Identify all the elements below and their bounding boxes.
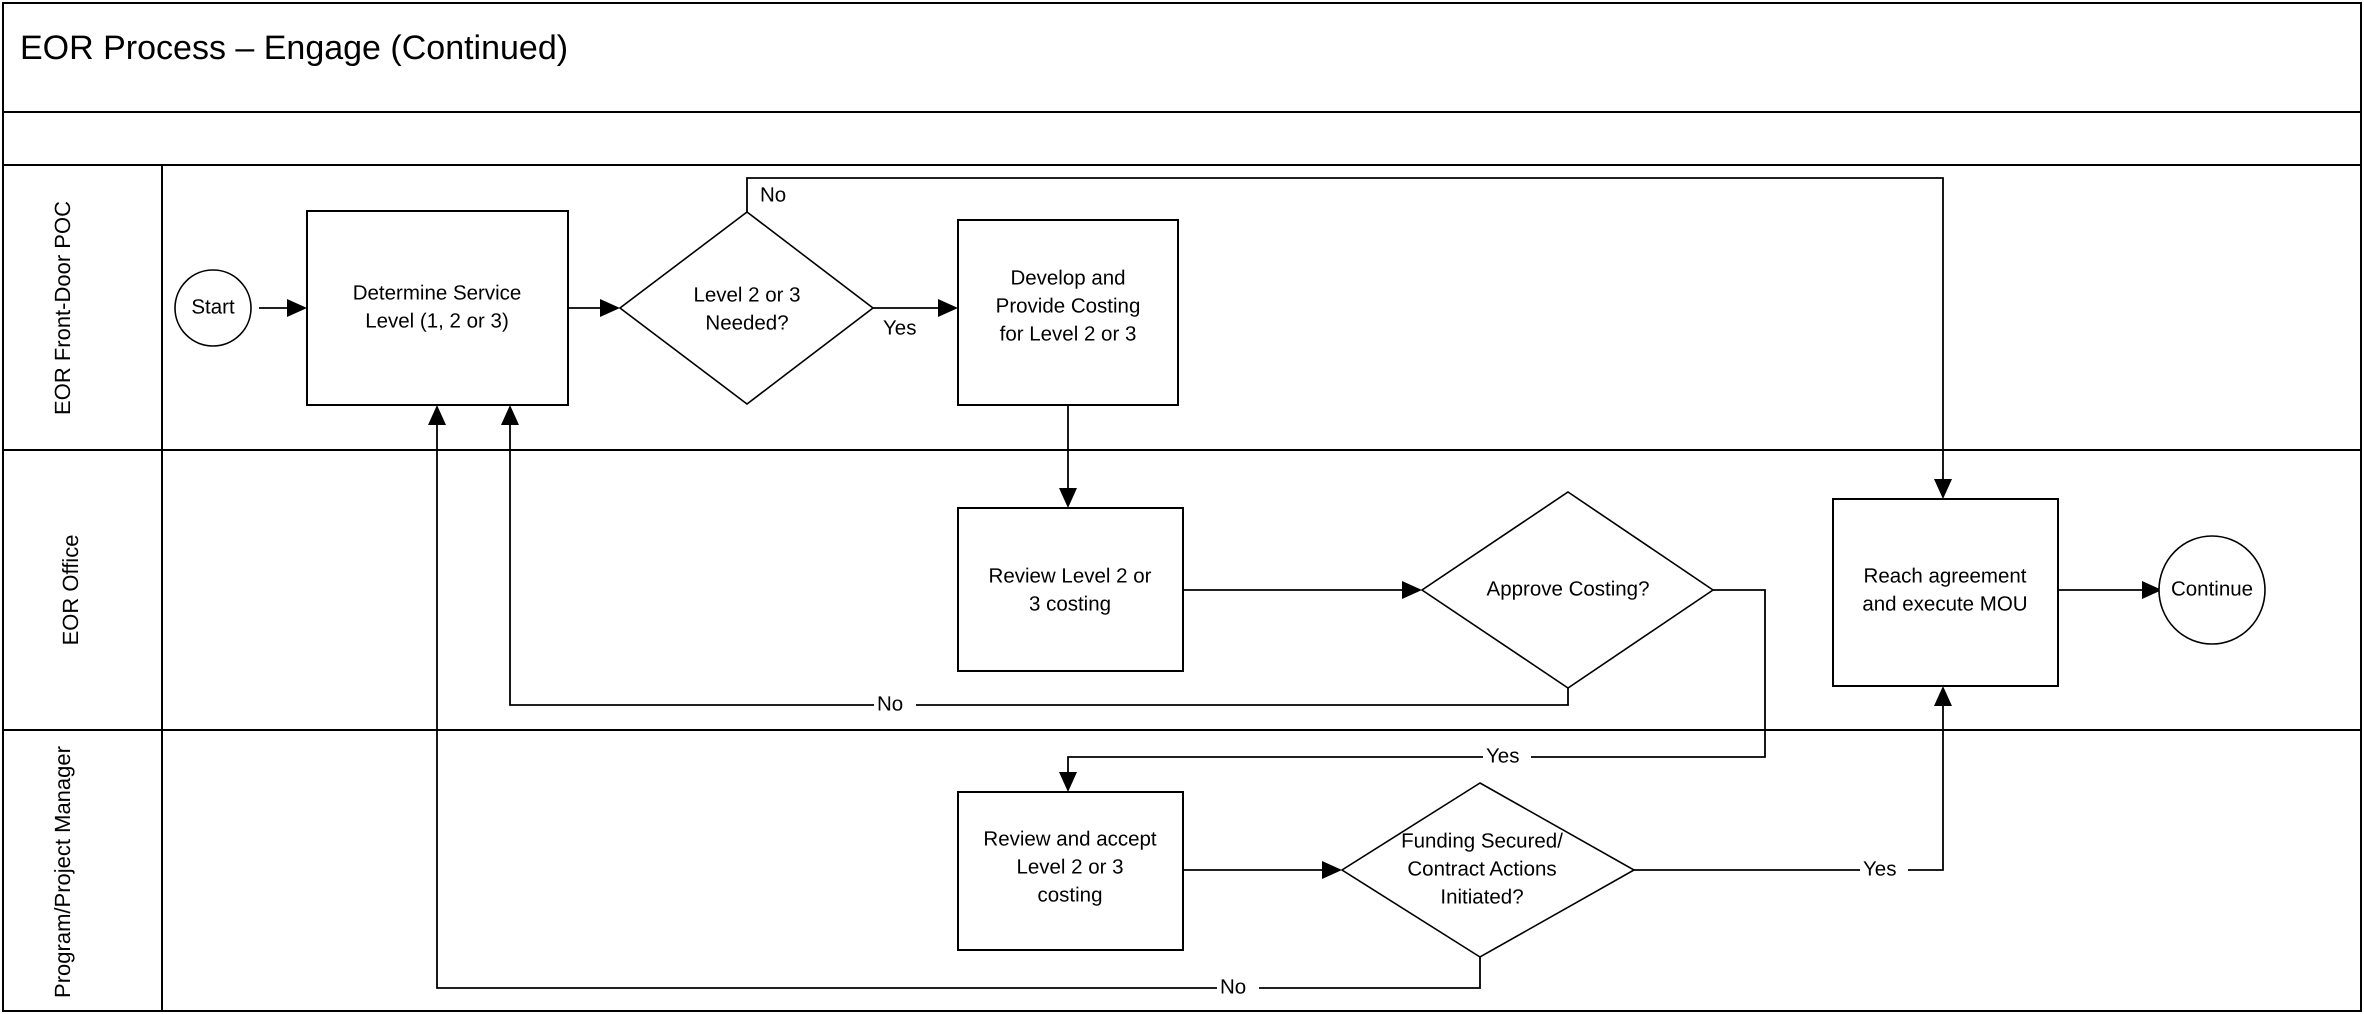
node-reach-agreement-line1: Reach agreement [1864,564,2027,587]
node-review-accept-costing-line2: Level 2 or 3 [1016,855,1123,878]
node-approve-costing-decision-line1: Approve Costing? [1487,577,1650,600]
node-determine-service-level-line2: Level (1, 2 or 3) [365,309,509,332]
edge-label-funding-secured-yes: Yes [1860,856,1908,884]
node-reach-agreement[interactable]: Reach agreement and execute MOU [1832,498,2059,687]
edge-label-level-needed-yes: Yes [880,315,928,343]
edge-review-accept-to-funding [1183,861,1342,879]
edge-label-approve-costing-yes: Yes [1483,743,1531,771]
edge-level-decision-yes [873,299,958,317]
node-funding-secured-decision-line2: Contract Actions [1407,857,1556,880]
node-determine-service-level-line1: Determine Service [353,281,522,304]
lane-label-text-0: EOR Front-Door POC [50,201,75,415]
edge-develop-to-review-costing [1059,405,1077,508]
edge-label-funding-secured-no-text: No [1220,975,1246,998]
edge-label-approve-costing-no: No [874,691,916,719]
edge-label-approve-costing-yes-text: Yes [1486,744,1519,767]
node-continue[interactable]: Continue [2158,535,2266,645]
node-review-costing[interactable]: Review Level 2 or 3 costing [957,507,1184,672]
node-start[interactable]: Start [174,269,252,347]
edge-label-approve-costing-no-text: No [877,692,903,715]
node-funding-secured-decision[interactable]: Funding Secured/ Contract Actions Initia… [1340,782,1636,958]
node-approve-costing-decision[interactable]: Approve Costing? [1420,491,1715,689]
node-funding-secured-decision-line1: Funding Secured/ [1401,829,1563,852]
node-start-label: Start [191,295,235,318]
edge-label-funding-secured-yes-text: Yes [1863,857,1896,880]
node-determine-service-level[interactable]: Determine Service Level (1, 2 or 3) [306,210,569,406]
page-title: EOR Process – Engage (Continued) [20,29,568,67]
node-level-needed-decision[interactable]: Level 2 or 3 Needed? [618,210,875,406]
swimlane-grid [3,165,2361,1011]
edge-label-funding-secured-no: No [1217,974,1259,1002]
edge-approve-no [501,405,1569,706]
edge-start-to-determine [259,299,307,317]
node-continue-label: Continue [2171,577,2253,600]
node-review-costing-line1: Review Level 2 or [989,564,1152,587]
lane-label-front-door-poc: EOR Front-Door POC [50,201,75,415]
node-funding-secured-decision-line3: Initiated? [1440,885,1523,908]
node-level-needed-decision-line2: Needed? [705,311,788,334]
node-develop-costing-line2: Provide Costing [996,294,1141,317]
node-review-accept-costing-line3: costing [1038,883,1103,906]
edge-label-level-needed-no-text: No [760,183,786,206]
edge-review-to-approve [1183,581,1422,599]
edge-label-level-needed-yes-text: Yes [883,316,916,339]
lane-label-text-1: EOR Office [58,535,83,646]
edge-funding-no [428,405,1481,989]
node-level-needed-decision-line1: Level 2 or 3 [693,283,800,306]
edge-approve-yes [1059,589,1766,792]
node-develop-costing-line1: Develop and [1010,266,1125,289]
node-review-accept-costing-line1: Review and accept [983,827,1157,850]
edge-determine-to-level-decision [568,299,620,317]
lane-label-program-project-manager: Program/Project Manager [50,746,75,998]
node-review-accept-costing[interactable]: Review and accept Level 2 or 3 costing [957,791,1184,951]
node-develop-costing-line3: for Level 2 or 3 [1000,322,1137,345]
edge-label-level-needed-no: No [757,182,799,210]
node-reach-agreement-line2: and execute MOU [1862,592,2027,615]
lane-label-eor-office: EOR Office [58,535,83,646]
lane-label-text-2: Program/Project Manager [50,746,75,998]
edge-level-decision-no [746,177,1952,499]
edge-reach-agreement-to-continue [2058,581,2162,599]
edge-funding-yes [1634,686,1952,871]
node-review-costing-line2: 3 costing [1029,592,1111,615]
node-develop-costing[interactable]: Develop and Provide Costing for Level 2 … [957,219,1179,406]
